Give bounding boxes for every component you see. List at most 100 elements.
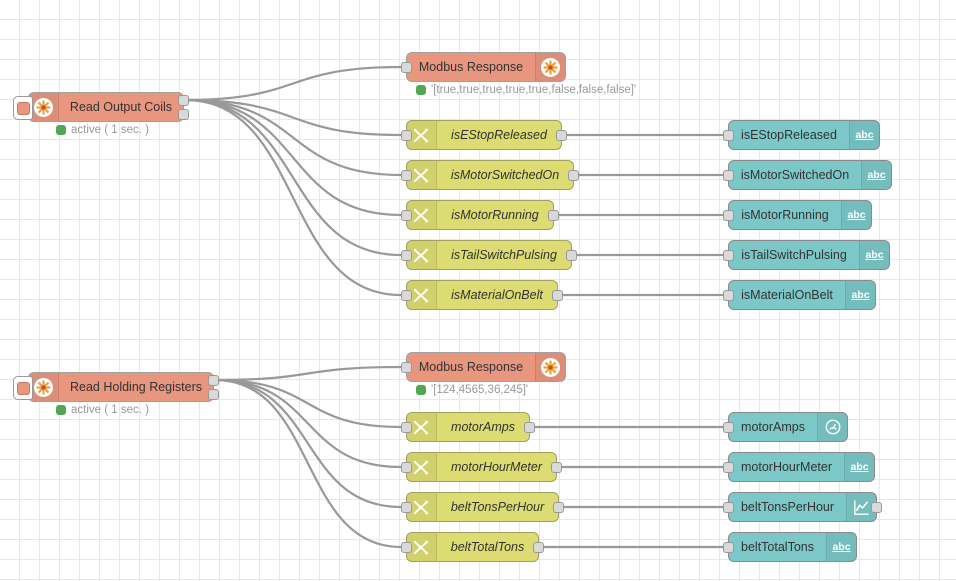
- output-port[interactable]: [553, 502, 564, 513]
- abc-text-icon: abc: [865, 248, 884, 261]
- change-node-isMotorSwitchedOn[interactable]: isMotorSwitchedOn: [401, 160, 579, 190]
- dashboard-node-motorAmps[interactable]: motorAmps: [723, 412, 848, 442]
- change-shuffle-icon: [413, 287, 429, 303]
- change-node-isMaterialOnBelt[interactable]: isMaterialOnBelt: [401, 280, 563, 310]
- change-node-beltTonsPerHour[interactable]: beltTonsPerHour: [401, 492, 564, 522]
- output-port[interactable]: [524, 422, 535, 433]
- change-shuffle-icon: [413, 247, 429, 263]
- change-node-isMotorRunning[interactable]: isMotorRunning: [401, 200, 559, 230]
- output-port[interactable]: [533, 542, 544, 553]
- modbus-flower-icon: [541, 57, 560, 77]
- output-port[interactable]: [178, 109, 189, 120]
- output-port[interactable]: [178, 95, 189, 106]
- modbus-response-node-holding-registers[interactable]: Modbus Response: [401, 352, 566, 382]
- inject-trigger-square: [16, 381, 30, 395]
- change-node-isTailSwitchPulsing[interactable]: isTailSwitchPulsing: [401, 240, 577, 270]
- gauge-icon: [825, 419, 840, 435]
- abc-text-icon: abc: [832, 540, 851, 553]
- node-label: Modbus Response: [418, 360, 524, 374]
- status-text: active ( 1 sec. ): [71, 124, 149, 136]
- modbus-flower-icon: [34, 97, 53, 117]
- line-chart-icon: [854, 499, 869, 515]
- node-label: motorHourMeter: [741, 460, 832, 474]
- input-port[interactable]: [723, 250, 734, 261]
- node-label: isTailSwitchPulsing: [741, 248, 847, 262]
- abc-text-icon: abc: [850, 460, 869, 473]
- dashboard-node-beltTotalTons[interactable]: beltTotalTons abc: [723, 532, 857, 562]
- node-label: Read Output Coils: [69, 100, 173, 114]
- input-port[interactable]: [401, 462, 412, 473]
- input-port[interactable]: [723, 422, 734, 433]
- status-dot: [416, 85, 426, 95]
- input-port[interactable]: [401, 362, 412, 373]
- inject-node-output-coils[interactable]: Read Output Coils: [13, 92, 189, 122]
- output-port[interactable]: [208, 389, 219, 400]
- input-port[interactable]: [401, 170, 412, 181]
- input-port[interactable]: [401, 502, 412, 513]
- node-icon-left: [407, 413, 437, 441]
- status-dot: [56, 405, 66, 415]
- output-port[interactable]: [552, 290, 563, 301]
- output-port[interactable]: [566, 250, 577, 261]
- input-port[interactable]: [401, 250, 412, 261]
- output-port[interactable]: [548, 210, 559, 221]
- dashboard-node-beltTonsPerHour[interactable]: beltTonsPerHour: [723, 492, 882, 522]
- input-port[interactable]: [723, 502, 734, 513]
- abc-text-icon: abc: [851, 288, 870, 301]
- inject-trigger-button[interactable]: [13, 376, 33, 400]
- input-port[interactable]: [723, 130, 734, 141]
- wire: [184, 98, 402, 257]
- change-shuffle-icon: [413, 419, 429, 435]
- modbus-response-node-output-coils[interactable]: Modbus Response: [401, 52, 566, 82]
- input-port[interactable]: [723, 462, 734, 473]
- node-label: beltTotalTons: [741, 540, 814, 554]
- output-port[interactable]: [871, 502, 882, 513]
- input-port[interactable]: [401, 290, 412, 301]
- node-icon-right: [535, 53, 565, 81]
- input-port[interactable]: [401, 130, 412, 141]
- node-label: isEStopReleased: [451, 128, 547, 142]
- status-text: active ( 1 sec. ): [71, 404, 149, 416]
- modbus-response-status: '[true,true,true,true,true,false,false,f…: [416, 84, 636, 96]
- dashboard-node-motorHourMeter[interactable]: motorHourMeter abc: [723, 452, 875, 482]
- node-icon-right: abc: [845, 281, 875, 309]
- input-port[interactable]: [401, 62, 412, 73]
- node-icon-right: abc: [849, 121, 879, 149]
- wire: [184, 98, 402, 217]
- input-port[interactable]: [723, 210, 734, 221]
- input-port[interactable]: [723, 170, 734, 181]
- status-text: '[124,4565,36,245]': [431, 384, 529, 396]
- change-node-motorHourMeter[interactable]: motorHourMeter: [401, 452, 562, 482]
- input-port[interactable]: [401, 422, 412, 433]
- node-icon-right: abc: [859, 241, 889, 269]
- output-port[interactable]: [568, 170, 579, 181]
- input-port[interactable]: [401, 210, 412, 221]
- node-icon-right: abc: [861, 161, 891, 189]
- output-port[interactable]: [551, 462, 562, 473]
- input-port[interactable]: [723, 290, 734, 301]
- change-node-motorAmps[interactable]: motorAmps: [401, 412, 535, 442]
- inject-trigger-square: [16, 101, 30, 115]
- change-node-isEStopReleased[interactable]: isEStopReleased: [401, 120, 567, 150]
- inject-node-holding-registers[interactable]: Read Holding Registers: [13, 372, 219, 402]
- input-port[interactable]: [401, 542, 412, 553]
- inject-trigger-button[interactable]: [13, 96, 33, 120]
- change-node-beltTotalTons[interactable]: beltTotalTons: [401, 532, 544, 562]
- node-label: isMotorSwitchedOn: [450, 168, 560, 182]
- input-port[interactable]: [723, 542, 734, 553]
- node-icon-left: [29, 93, 59, 121]
- node-label: beltTonsPerHour: [740, 500, 835, 514]
- inject-status: active ( 1 sec. ): [56, 124, 149, 136]
- node-label: beltTonsPerHour: [450, 500, 545, 514]
- dashboard-node-isTailSwitchPulsing[interactable]: isTailSwitchPulsing abc: [723, 240, 890, 270]
- change-shuffle-icon: [413, 167, 429, 183]
- output-port[interactable]: [556, 130, 567, 141]
- wire: [214, 378, 402, 429]
- output-port[interactable]: [208, 375, 219, 386]
- wire: [214, 378, 402, 469]
